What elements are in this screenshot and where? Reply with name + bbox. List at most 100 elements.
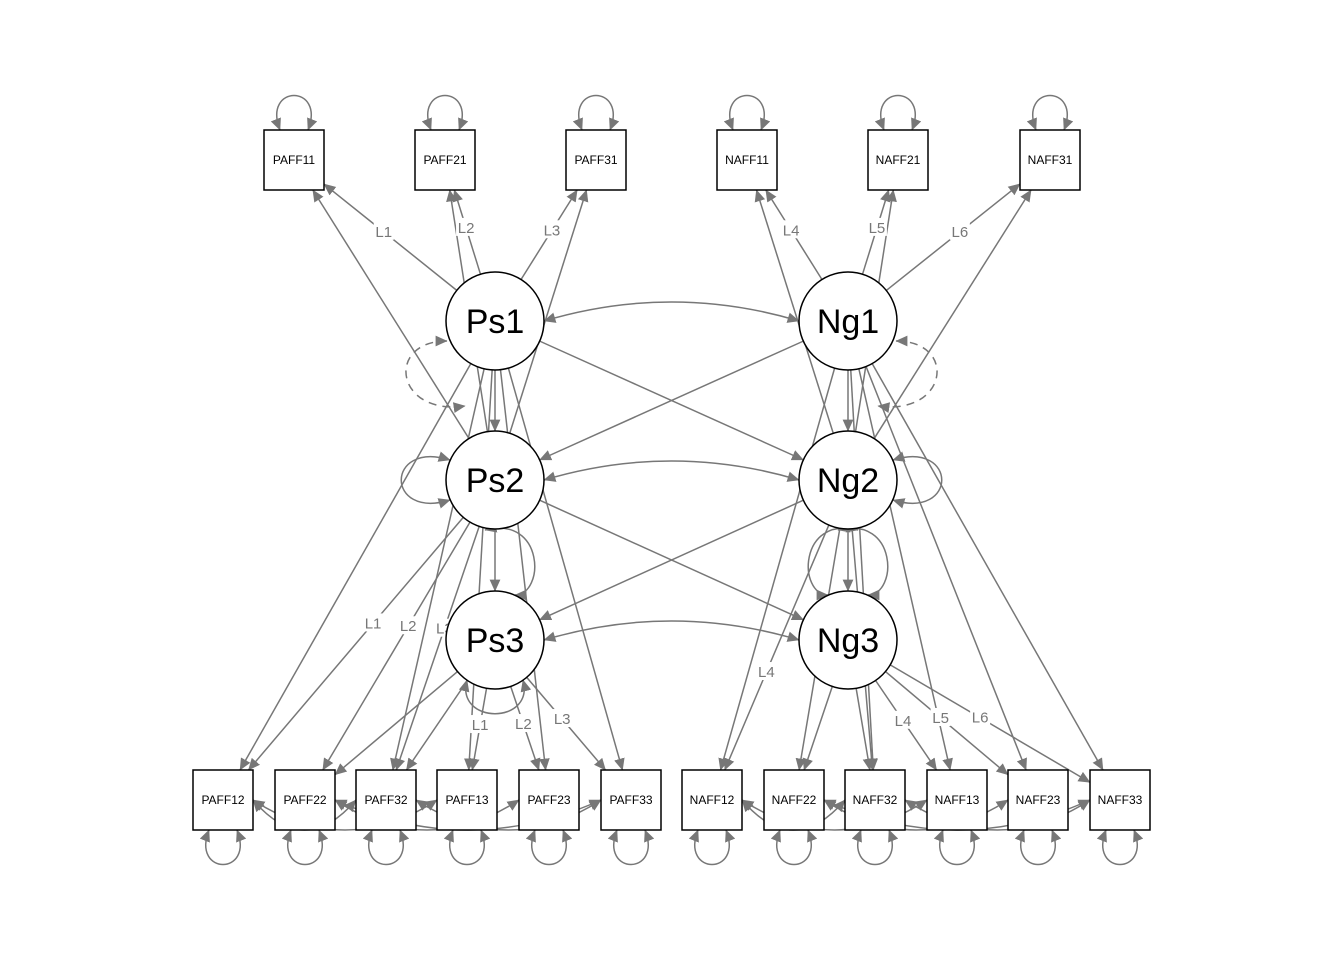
path-label: L5 <box>932 710 949 727</box>
indicator-box <box>1007 769 1069 831</box>
indicator-node-paff23: PAFF23 <box>518 769 580 831</box>
latent-circle <box>798 430 898 530</box>
regression-ng2-ps3 <box>539 499 804 621</box>
indicator-box <box>844 769 906 831</box>
indicator-label: PAFF21 <box>423 153 466 167</box>
indicator-box <box>600 769 662 831</box>
latent-label: Ng1 <box>817 303 879 341</box>
path-label-bg <box>541 220 562 239</box>
latent-node-ng2: Ng2 <box>798 430 898 530</box>
variance-loop-ng2 <box>892 451 943 509</box>
indicator-label: PAFF13 <box>445 793 488 807</box>
indicator-node-naff32: NAFF32 <box>844 769 906 831</box>
indicator-node-paff33: PAFF33 <box>600 769 662 831</box>
covariance-ps2-ng2 <box>543 460 800 482</box>
indicator-node-naff23: NAFF23 <box>1007 769 1069 831</box>
variance-loop-paff31 <box>572 94 620 131</box>
loading-ps2-paff32 <box>394 526 480 771</box>
latent-circle <box>445 590 545 690</box>
crossloading-ng1-naff23 <box>865 366 1027 771</box>
indicator-label: PAFF32 <box>364 793 407 807</box>
indicator-node-naff22: NAFF22 <box>763 769 825 831</box>
indicator-box <box>763 769 825 831</box>
path-label: L4 <box>758 664 775 681</box>
indicator-box <box>565 129 627 191</box>
variance-loop-paff11 <box>270 94 318 131</box>
variance-loop-paff22 <box>281 829 329 866</box>
indicator-node-paff22: PAFF22 <box>274 769 336 831</box>
indicator-node-paff31: PAFF31 <box>565 129 627 191</box>
indicator-node-naff11: NAFF11 <box>716 129 778 191</box>
crossloading-ng2-naff11 <box>754 189 834 434</box>
indicator-box <box>867 129 929 191</box>
crossloading-ng1-naff12 <box>718 367 836 771</box>
crossloading-ps1-paff33 <box>507 367 625 771</box>
path-label-bg <box>552 709 573 728</box>
indicator-box <box>716 129 778 191</box>
variance-loop-naff21 <box>874 94 922 131</box>
covariance-ps1-ng1 <box>543 301 800 323</box>
crossloading-ng1-naff13 <box>858 368 953 771</box>
indicator-box <box>681 769 743 831</box>
indicator-label: PAFF23 <box>527 793 570 807</box>
indicator-node-paff21: PAFF21 <box>414 129 476 191</box>
crossloading-ps1-paff13 <box>464 369 493 771</box>
indicator-label: PAFF31 <box>574 153 617 167</box>
covariance-ps3-ng3 <box>543 620 800 642</box>
indicator-box <box>274 769 336 831</box>
indicator-box <box>1019 129 1081 191</box>
indicator-label: NAFF12 <box>690 793 735 807</box>
variance-loop-naff12 <box>688 829 736 866</box>
latent-label: Ps2 <box>466 462 525 500</box>
path-label: L3 <box>554 711 571 728</box>
latent-label: Ng3 <box>817 622 879 660</box>
crossloading-ng3-naff22 <box>802 686 834 771</box>
variance-loop-naff33 <box>1096 829 1144 866</box>
variance-loop-paff21 <box>421 94 469 131</box>
path-label-bg <box>866 217 887 236</box>
indicator-node-paff13: PAFF13 <box>436 769 498 831</box>
latent-label: Ps3 <box>466 622 525 660</box>
variance-loop-naff11 <box>723 94 771 131</box>
path-label: L5 <box>869 220 886 237</box>
edges-layer <box>199 94 1144 866</box>
loading-ps2-paff22 <box>322 521 471 771</box>
indicator-node-paff12: PAFF12 <box>192 769 254 831</box>
latent-circle <box>445 271 545 371</box>
path-label: L2 <box>458 220 475 237</box>
variance-loop-paff33 <box>607 829 655 866</box>
indicator-box <box>518 769 580 831</box>
variance-loop-paff12 <box>199 829 247 866</box>
path-label: L2 <box>400 618 417 635</box>
path-label: L4 <box>895 713 912 730</box>
indicator-box <box>436 769 498 831</box>
path-label: L6 <box>972 710 989 727</box>
indicator-label: NAFF31 <box>1028 153 1073 167</box>
dashed-covariance-ps1-ps2 <box>405 335 466 413</box>
indicator-node-naff21: NAFF21 <box>867 129 929 191</box>
indicator-label: NAFF22 <box>772 793 817 807</box>
dashed-covariance-ng1-ng2 <box>877 335 938 413</box>
path-label-bg <box>398 616 419 635</box>
path-label: L3 <box>544 222 561 239</box>
variance-loop-paff13 <box>443 829 491 866</box>
path-label-bg <box>363 613 384 632</box>
indicator-node-naff33: NAFF33 <box>1089 769 1151 831</box>
indicator-box <box>414 129 476 191</box>
crossloading-ng1-naff32 <box>850 369 879 771</box>
indicator-label: PAFF33 <box>609 793 652 807</box>
indicator-box <box>192 769 254 831</box>
crossloading-ng3-naff32 <box>855 688 874 771</box>
path-label-bg <box>970 707 991 726</box>
indicator-box <box>926 769 988 831</box>
indicator-box <box>1089 769 1151 831</box>
path-label-bg <box>470 715 491 734</box>
regression-ng1-ps2 <box>539 340 804 461</box>
variance-loop-naff13 <box>933 829 981 866</box>
latent-node-ps1: Ps1 <box>445 271 545 371</box>
indicator-label: NAFF13 <box>935 793 980 807</box>
indicator-label: NAFF11 <box>725 153 769 167</box>
indicator-label: PAFF22 <box>283 793 326 807</box>
